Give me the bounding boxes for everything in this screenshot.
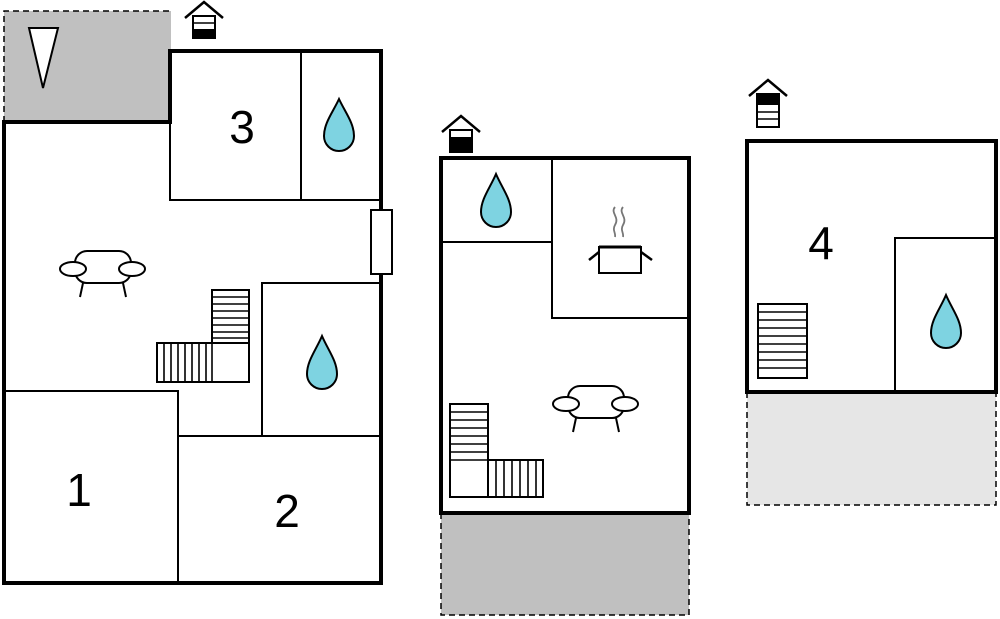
room-label-2: 2 bbox=[274, 485, 300, 537]
cooking-pot-icon bbox=[588, 206, 653, 274]
room-label-1: 1 bbox=[66, 464, 92, 516]
floor-plan-left: 3 1 2 bbox=[2, 0, 393, 585]
house-floor-upper-icon bbox=[748, 78, 788, 128]
stairs-icon bbox=[757, 303, 808, 379]
water-drop-icon bbox=[305, 333, 339, 390]
terrace-area bbox=[441, 513, 689, 615]
stairs-icon bbox=[156, 289, 250, 383]
house-floor-middle-icon bbox=[441, 114, 481, 153]
water-drop-icon bbox=[322, 96, 356, 152]
tent-icon bbox=[27, 27, 60, 89]
floor-plan-right: 4 bbox=[745, 78, 998, 506]
stairs-icon bbox=[449, 403, 544, 498]
terrace-area bbox=[747, 392, 996, 505]
room-label-3: 3 bbox=[229, 101, 255, 153]
sofa-icon bbox=[552, 385, 639, 433]
sofa-icon bbox=[59, 250, 146, 298]
room-label-4: 4 bbox=[808, 217, 834, 269]
water-drop-icon bbox=[479, 171, 513, 228]
water-drop-icon bbox=[929, 292, 963, 349]
floor-plan-middle bbox=[439, 114, 691, 616]
house-floor-ground-icon bbox=[184, 0, 224, 39]
